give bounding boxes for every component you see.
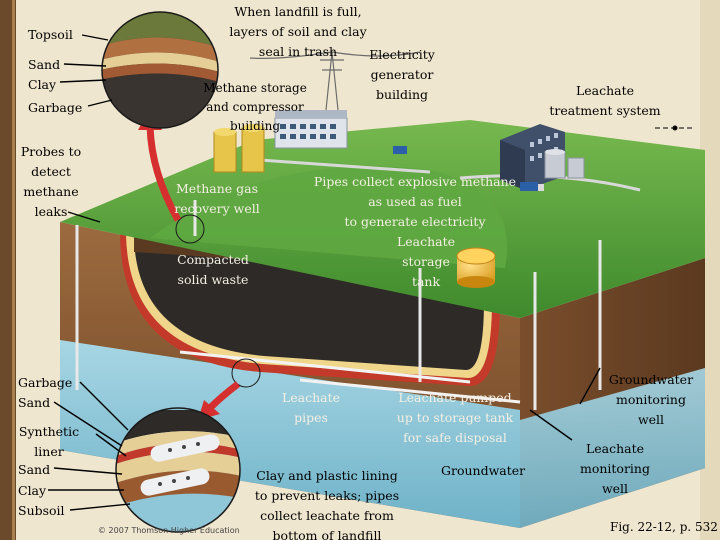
leachate-pipes-bottom bbox=[179, 350, 521, 404]
label-methane-gas-well: Methane gas recovery well bbox=[174, 181, 260, 216]
label-subsoil-bottom: Subsoil bbox=[18, 503, 65, 518]
label-clay-bottom: Clay bbox=[18, 483, 47, 498]
label-probes: Probes to detect methane leaks bbox=[20, 144, 82, 219]
label-groundwater-monitoring-well: Groundwater monitoring well bbox=[608, 372, 694, 427]
label-sand-bottom-2: Sand bbox=[18, 462, 51, 477]
label-sand-top: Sand bbox=[28, 57, 61, 72]
fence-symbol bbox=[655, 125, 695, 131]
label-clay-plastic-lining: Clay and plastic lining to prevent leaks… bbox=[254, 468, 400, 540]
leachate-storage-tank bbox=[456, 247, 496, 288]
label-garbage-top: Garbage bbox=[28, 100, 83, 115]
label-leachate-pumped: Leachate pumped up to storage tank for s… bbox=[396, 390, 514, 445]
label-sand-bottom: Sand bbox=[18, 395, 51, 410]
power-pylon bbox=[249, 51, 421, 111]
label-electricity-generator: Electricity generator building bbox=[369, 47, 435, 102]
label-topsoil-top: Topsoil bbox=[28, 27, 73, 42]
wells bbox=[75, 200, 602, 410]
label-landfill-full: When landfill is full, layers of soil an… bbox=[229, 4, 367, 59]
trucks bbox=[393, 146, 544, 191]
label-groundwater: Groundwater bbox=[441, 463, 526, 478]
label-methane-storage: Methane storage and compressor building bbox=[203, 81, 307, 133]
right-face-block bbox=[520, 258, 705, 528]
label-leachate-pipes: Leachate pipes bbox=[281, 390, 341, 425]
zoom-marker-bottom bbox=[231, 358, 261, 388]
label-leachate-storage-tank: Leachate storage tank bbox=[396, 234, 456, 289]
label-synthetic-liner: Synthetic liner bbox=[18, 424, 80, 459]
liner-zoom-circle bbox=[116, 408, 240, 532]
zoom-marker-top bbox=[175, 214, 205, 244]
label-leachate-treatment: Leachate treatment system bbox=[549, 83, 661, 118]
top-cap-zoom-circle bbox=[102, 12, 218, 128]
figure-reference: Fig. 22-12, p. 532 bbox=[610, 520, 718, 534]
leachate-treatment-building bbox=[500, 124, 585, 190]
label-pipes-collect-methane: Pipes collect explosive methane as used … bbox=[313, 174, 517, 229]
label-garbage-bottom: Garbage bbox=[18, 375, 73, 390]
label-compacted-solid-waste: Compacted solid waste bbox=[177, 252, 249, 287]
leader-lines bbox=[48, 34, 601, 511]
label-clay-top: Clay bbox=[28, 77, 57, 92]
copyright-text: © 2007 Thomson Higher Education bbox=[98, 526, 240, 535]
methane-storage-building bbox=[213, 110, 348, 173]
label-leachate-monitoring-well: Leachate monitoring well bbox=[579, 441, 650, 496]
